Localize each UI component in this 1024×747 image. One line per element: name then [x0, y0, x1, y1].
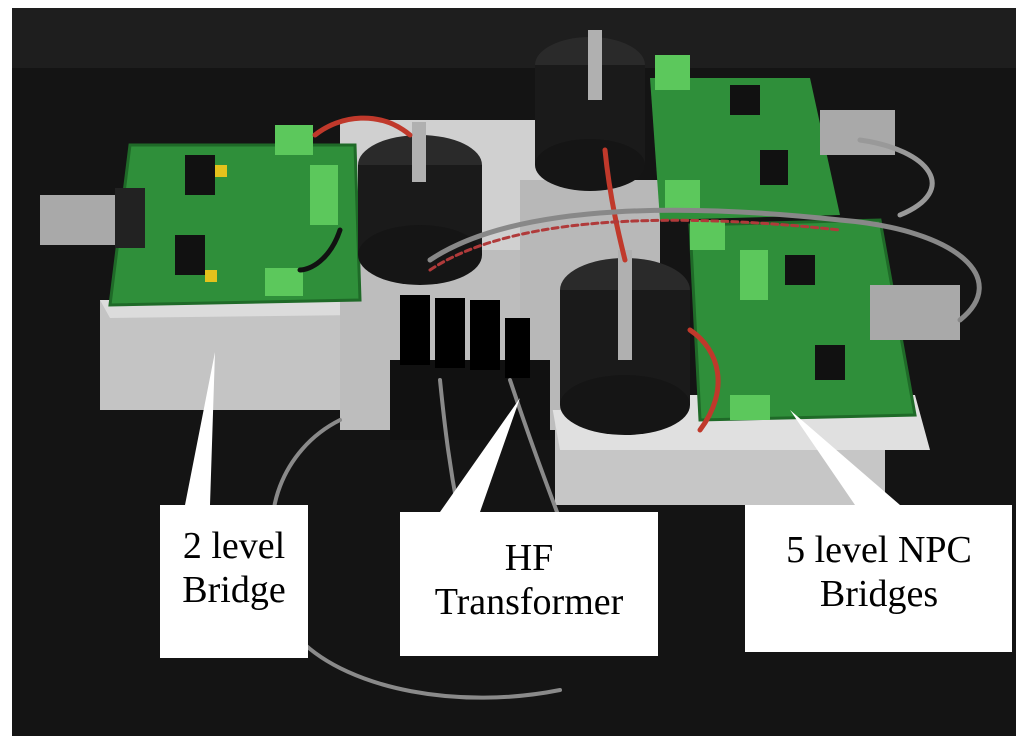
label-hf-transformer-line1: HF: [504, 537, 554, 579]
pcb-upper-right: [650, 55, 895, 220]
label-5-level-npc-bridges-line2: Bridges: [819, 573, 939, 615]
capacitor-top: [535, 30, 645, 191]
callout-hf-transformer: [400, 398, 658, 656]
label-hf-transformer-line2: Transformer: [434, 581, 624, 623]
label-2-level-bridge-line1: 2 level: [182, 525, 286, 567]
pcb-left: [40, 125, 362, 307]
label-2-level-bridge-line2: Bridge: [182, 569, 286, 611]
label-2-level-bridge: 2 level Bridge: [160, 524, 308, 612]
label-hf-transformer: HF Transformer: [400, 536, 658, 624]
pcb-lower-right: [688, 218, 960, 422]
label-5-level-npc-bridges: 5 level NPC Bridges: [745, 528, 1013, 616]
capacitor-lower: [560, 250, 690, 435]
callout-5-level-npc-bridges: [745, 410, 1012, 652]
capacitor-left: [358, 122, 482, 285]
wiring: [270, 115, 982, 700]
label-5-level-npc-bridges-line1: 5 level NPC: [786, 529, 972, 571]
callout-2-level-bridge: [160, 352, 308, 658]
hf-transformer: [390, 295, 550, 440]
